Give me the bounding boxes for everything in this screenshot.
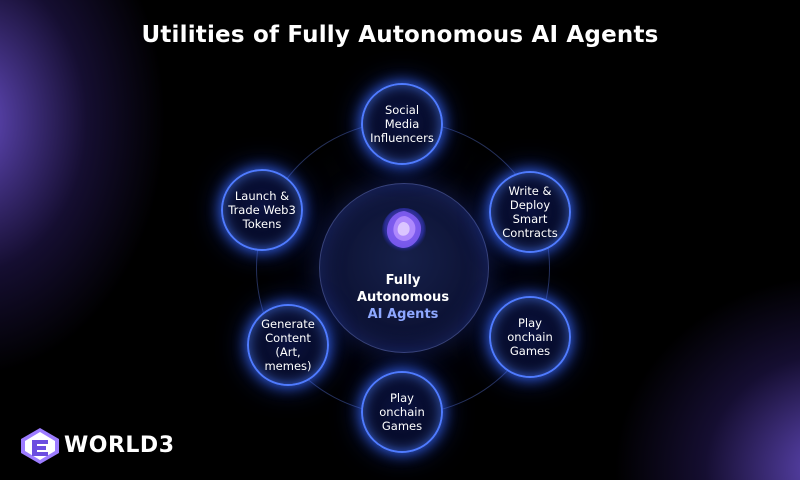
node-label: Generate Content (Art, memes) [261, 317, 315, 373]
node-label: Launch & Trade Web3 Tokens [228, 189, 296, 231]
node-label: Write & Deploy Smart Contracts [502, 184, 558, 240]
node-generate-content: Generate Content (Art, memes) [247, 304, 329, 386]
node-label: Play onchain Games [379, 391, 425, 433]
page-title: Utilities of Fully Autonomous AI Agents [141, 22, 659, 48]
center-label-line3: AI Agents [367, 307, 439, 322]
center-label-line1: Fully [385, 273, 421, 288]
node-label: Social Media Influencers [370, 103, 434, 145]
node-play-onchain-games-bottom: Play onchain Games [361, 371, 443, 453]
node-web3-tokens: Launch & Trade Web3 Tokens [221, 169, 303, 251]
node-label: Play onchain Games [507, 316, 553, 358]
brand-wordmark: WORLD3 [64, 433, 175, 458]
node-social-media-influencers: Social Media Influencers [361, 83, 443, 165]
node-smart-contracts: Write & Deploy Smart Contracts [489, 171, 571, 253]
center-label: Fully Autonomous AI Agents [319, 272, 487, 323]
center-label-line2: Autonomous [356, 290, 450, 305]
ai-orb-icon [382, 208, 426, 252]
world3-logo-icon [21, 428, 59, 464]
node-play-onchain-games-right: Play onchain Games [489, 296, 571, 378]
